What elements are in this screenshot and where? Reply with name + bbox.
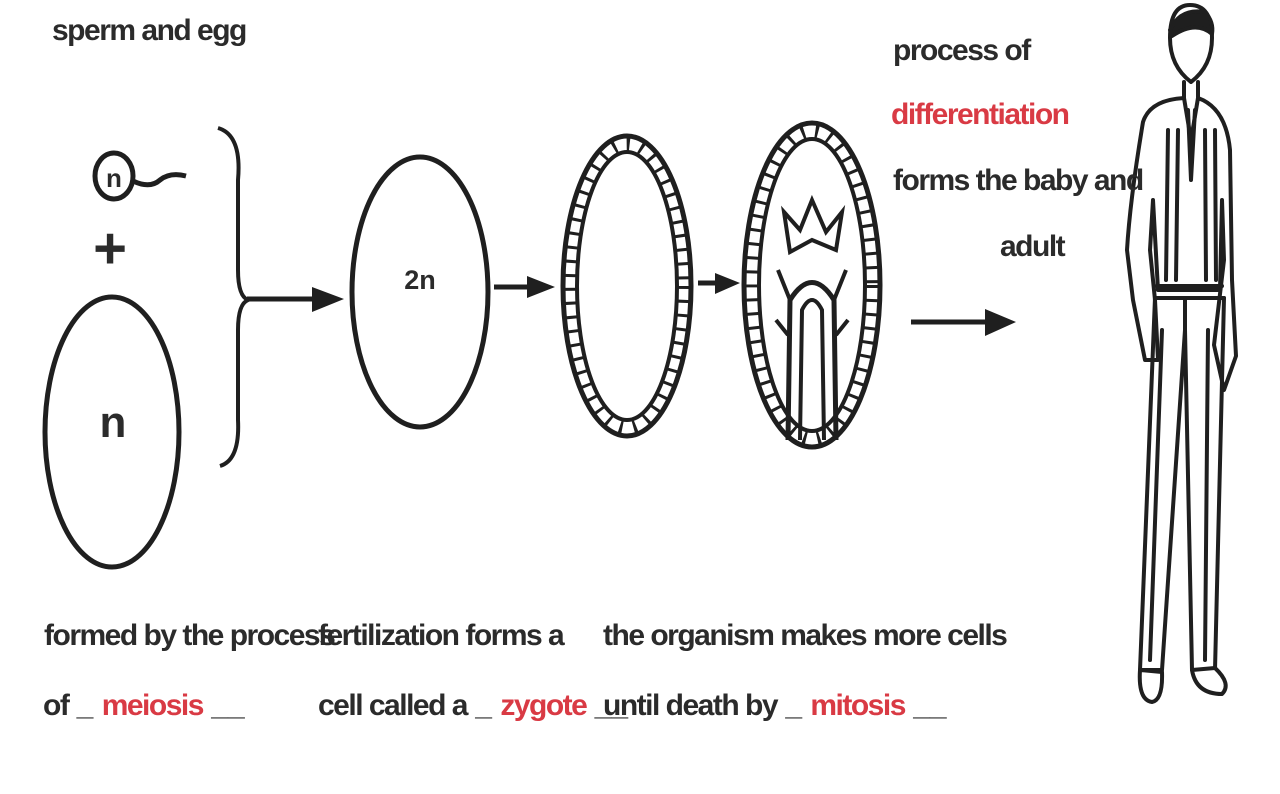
mitosis-question-line-2: until death by _ mitosis __ (603, 689, 947, 722)
adult-man-icon (1125, 3, 1238, 704)
meiosis-question-line-1: formed by the process (44, 619, 336, 652)
zygote-answer: zygote (500, 689, 588, 722)
sperm-haploid-label: n (106, 163, 122, 193)
arrow-right-icon (911, 309, 1016, 336)
meiosis-question-line-2: of _ meiosis __ (43, 689, 245, 722)
arrow-right-icon (247, 287, 344, 312)
zygote-question-line-2: cell called a _ zygote __ (318, 689, 629, 722)
arrow-right-icon (494, 276, 555, 298)
gastrula-icon (741, 120, 883, 450)
brace-icon (217, 126, 254, 468)
differentiation-line-4: adult (1000, 230, 1066, 263)
sperm-cell-icon (92, 150, 187, 202)
egg-haploid-label: n (100, 398, 127, 447)
differentiation-answer: differentiation (891, 98, 1070, 131)
blastula-icon (560, 133, 694, 439)
meiosis-answer: meiosis (101, 689, 205, 722)
sperm-and-egg-label: sperm and egg (52, 14, 247, 47)
zygote-cell-icon (349, 154, 491, 430)
differentiation-line-3: forms the baby and (893, 164, 1144, 197)
mitosis-prefix: until death by (603, 689, 779, 722)
plus-sign: + (93, 216, 127, 281)
mitosis-answer: mitosis (810, 689, 906, 722)
arrow-right-icon (698, 273, 740, 294)
zygote-prefix: cell called a (318, 689, 468, 722)
egg-cell-icon (42, 294, 182, 570)
diploid-label: 2n (404, 265, 436, 295)
mitosis-question-line-1: the organism makes more cells (603, 619, 1008, 652)
zygote-question-line-1: fertilization forms a (318, 619, 565, 652)
meiosis-prefix: of (43, 689, 70, 722)
differentiation-line-1: process of (893, 34, 1031, 67)
